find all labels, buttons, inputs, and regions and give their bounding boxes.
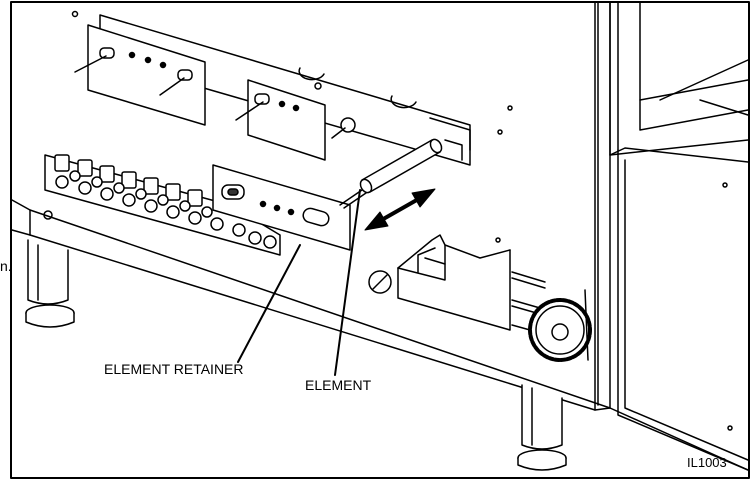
leader-element [334, 189, 361, 376]
cabinet-body [11, 1, 749, 471]
cabinet-leg-left [25, 239, 75, 328]
label-element-retainer: ELEMENT RETAINER [104, 361, 244, 377]
terminal-plate-left [74, 24, 206, 126]
terminal-block [44, 154, 281, 256]
element-retainer [212, 164, 351, 251]
heating-element [339, 138, 443, 209]
lower-opening [368, 234, 546, 331]
label-element: ELEMENT [305, 377, 372, 393]
sprocket-icon [528, 289, 592, 362]
double-headed-arrow-icon [364, 188, 436, 231]
side-cabinet [609, 1, 749, 471]
callout-leaders [237, 189, 361, 376]
terminal-block-connectors [54, 154, 277, 249]
leader-element-retainer [237, 244, 301, 363]
terminal-plate-right [235, 79, 356, 161]
cabinet-leg-right [517, 384, 567, 471]
figure-border [10, 1, 750, 479]
figure-id: IL1003 [687, 455, 727, 470]
margin-text-fragment: n. [0, 258, 12, 274]
